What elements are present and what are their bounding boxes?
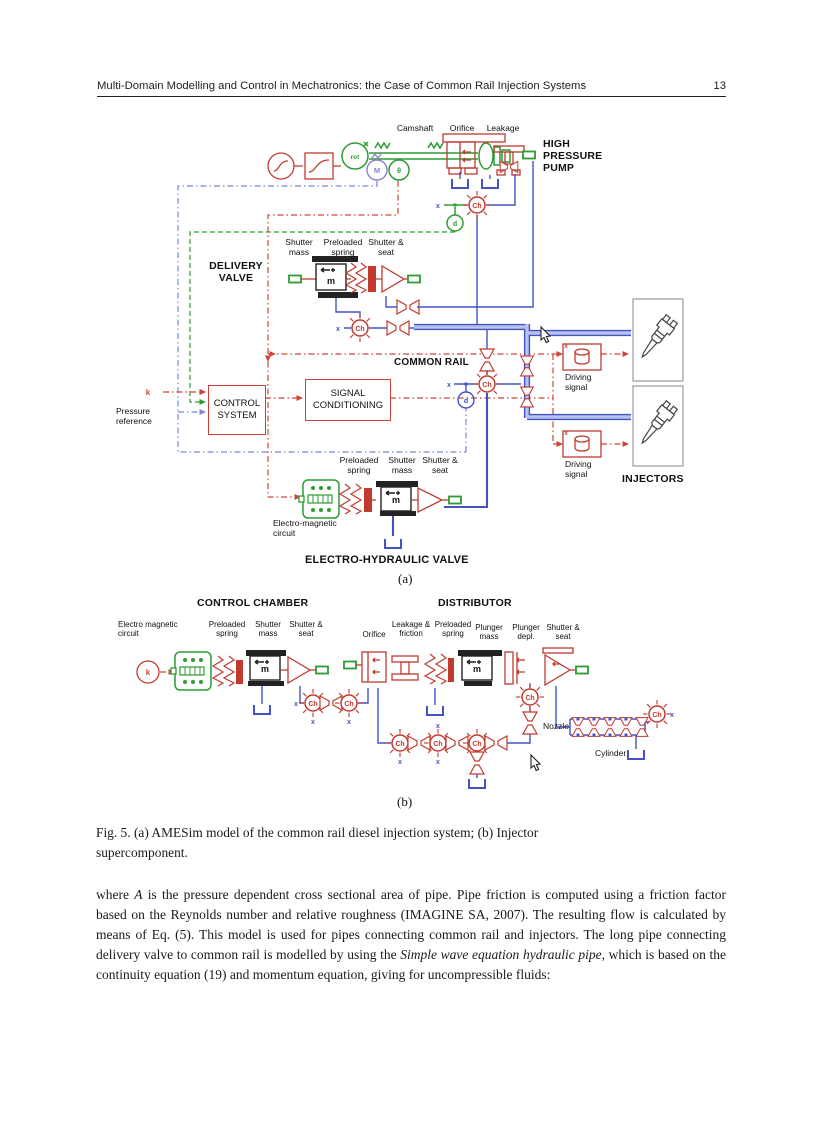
label-shutter-seat: Shutter & seat [368,237,404,257]
label-ehv-preloaded-spring: Preloaded spring [339,455,379,475]
label-b-orifice: Orifice [362,630,386,639]
label-shutter-mass: Shutter mass [285,237,313,257]
mass-label: m [261,664,269,674]
label-cylinder: Cylinder [595,748,627,758]
label-b-leakage-friction: Leakage & friction [391,620,431,638]
mass-label: m [473,664,481,674]
label-b-plunger-depl: Plunger depl. [512,623,540,641]
figure-caption: Fig. 5. (a) AMESim model of the common r… [96,823,736,863]
body-paragraph: where A is the pressure dependent cross … [96,885,726,986]
label-b-shutter-mass: Shutter mass [255,620,281,638]
feedback-lines [163,181,629,500]
zero-source-mark: x [336,326,340,333]
injector-group [562,298,684,467]
body-italic-pipe-model: Simple wave equation hydraulic pipe [400,946,602,962]
zero-source-mark: x [294,701,298,708]
chamber-node-label: Ch [652,712,661,719]
chamber-node-label: Ch [525,695,534,702]
signal-conditioning-block: SIGNAL CONDITIONING [305,379,391,421]
label-electro-magnetic-circuit: Electro-magnetic circuit [273,518,337,538]
label-high-pressure-pump: HIGH PRESSURE PUMP [543,138,603,175]
chamber-node-label: Ch [344,701,353,708]
label-b-preloaded-spring2: Preloaded spring [434,620,472,638]
mass-label: m [327,276,335,286]
zero-source-mark: x [398,759,402,766]
chamber-node-label: Ch [308,701,317,708]
label-ehv-shutter-seat: Shutter & seat [422,455,458,475]
rotary-node-label: rot [351,154,361,161]
sensor-node-label: d [464,398,468,405]
label-ehv-title: ELECTRO-HYDRAULIC VALVE [305,554,469,566]
label-b-shutter-seat: Shutter & seat [289,620,323,638]
body-italic-A: A [134,886,143,902]
mass-label: m [392,495,400,505]
label-driving-signal: Driving signal [565,459,592,479]
body-text: is the pressure dependent cross sectiona… [96,886,726,962]
sensor-node-label: d [453,221,457,228]
label-leakage: Leakage [486,123,520,133]
label-common-rail: COMMON RAIL [394,357,469,368]
chamber-node-label: Ch [355,326,364,333]
chamber-node-label: Ch [472,741,481,748]
label-pressure-reference: Pressure reference [116,406,152,426]
label-distributor: DISTRIBUTOR [438,597,512,609]
common-rail-node [454,330,534,409]
zero-source-mark: x [564,430,568,437]
angle-node-label: θ [397,166,401,175]
label-b-preloaded-spring: Preloaded spring [208,620,246,638]
label-nozzle: Nozzle [543,721,569,731]
caption-line2: supercomponent. [96,845,188,861]
label-camshaft: Camshaft [396,123,434,133]
prime-mover-chain [267,141,511,181]
zero-source-mark: x [436,203,440,210]
pump-chamber-node [444,174,516,324]
label-preloaded-spring: Preloaded spring [323,237,363,257]
high-pressure-pump [442,133,536,189]
label-control-chamber: CONTROL CHAMBER [197,597,309,609]
electro-hydraulic-valve [298,393,489,549]
body-text: , which is based on the continuity equat… [96,946,726,982]
subfigure-tag-b: (b) [397,794,413,809]
label-b-plunger-mass: Plunger mass [475,623,503,641]
motor-node-label: M [374,166,380,175]
zero-source-mark: x [347,719,351,726]
chamber-node-label: Ch [472,203,481,210]
gain-node-label: k [146,668,151,677]
mouse-cursor-icon [530,754,541,772]
zero-source-mark: x [436,723,440,730]
zero-source-mark: x [447,382,451,389]
chamber-node-label: Ch [395,741,404,748]
injector-supercomponent [136,647,672,789]
zero-source-mark: x [670,712,674,719]
delivery-valve [288,161,534,343]
label-driving-signal: Driving signal [565,372,592,392]
mouse-cursor-icon [540,326,551,344]
running-title: Multi-Domain Modelling and Control in Me… [97,80,587,92]
zero-source-mark: x [564,343,568,350]
chamber-node-label: Ch [433,741,442,748]
label-delivery-valve: DELIVERY VALVE [209,260,263,285]
label-ehv-shutter-mass: Shutter mass [388,455,416,475]
zero-source-mark: x [436,759,440,766]
zero-source-mark: x [311,719,315,726]
label-injectors: INJECTORS [622,473,684,485]
gain-node-label: k [146,388,151,397]
label-orifice: Orifice [449,123,475,133]
running-header: Multi-Domain Modelling and Control in Me… [97,80,726,97]
page-number: 13 [713,80,726,92]
chamber-node-label: Ch [482,382,491,389]
caption-line1: Fig. 5. (a) AMESim model of the common r… [96,825,539,840]
control-system-block: CONTROL SYSTEM [208,385,266,435]
label-b-electro-magnetic-circuit: Electro magnetic circuit [118,620,178,638]
body-text: where [96,886,135,902]
label-b-shutter-seat2: Shutter & seat [546,623,580,641]
subfigure-tag-a: (a) [398,571,413,586]
